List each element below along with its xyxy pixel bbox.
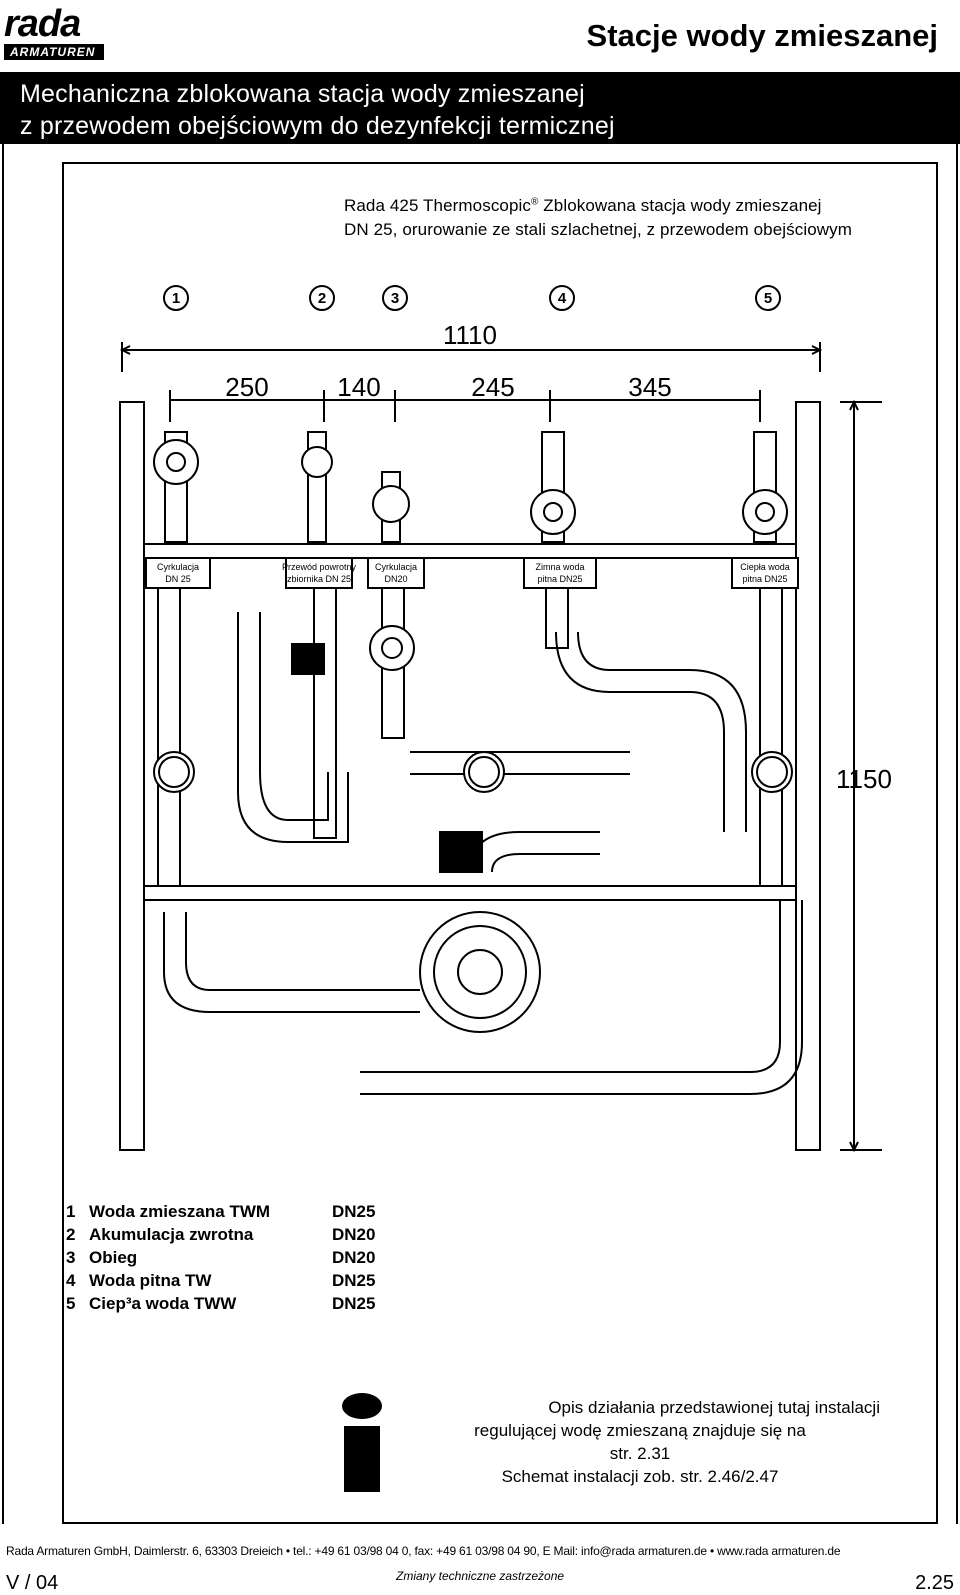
banner-line-2: z przewodem obejściowym do dezynfekcji t… (20, 112, 615, 140)
legend-row: 5 Ciep³a woda TWW DN25 (66, 1292, 406, 1315)
legend-label: Ciep³a woda TWW (89, 1294, 237, 1313)
frame-left-rule (2, 144, 4, 1524)
info-icon (342, 1393, 382, 1492)
legend-list: 1 Woda zmieszana TWM DN25 2 Akumulacja zwro… (66, 1200, 406, 1315)
label-2-line2: zbiornika DN 25 (287, 574, 351, 584)
footer-address: Rada Armaturen GmbH, Daimlerstr. 6, 6330… (6, 1544, 841, 1558)
info-line-2: regulującej wodę zmieszaną znajduje się … (474, 1421, 806, 1440)
legend-label: Obieg (89, 1248, 138, 1267)
document-title: Stacje wody zmieszanej (586, 18, 938, 53)
legend-row: 1 Woda zmieszana TWM DN25 (66, 1200, 406, 1223)
legend-dn: DN25 (332, 1271, 376, 1290)
legend-label: Woda zmieszana TWM (89, 1202, 271, 1221)
dim-250: 250 (225, 372, 268, 402)
callout-5: 5 (764, 290, 772, 307)
label-5-line2: pitna DN25 (742, 574, 787, 584)
callout-4: 4 (558, 290, 567, 307)
legend-label: Akumulacja zwrotna (89, 1225, 254, 1244)
dim-345: 345 (628, 372, 671, 402)
info-note: Opis działania przedstawionej tutaj inst… (400, 1396, 880, 1488)
label-2-line1: Przewód powrotny (282, 562, 357, 572)
dim-140: 140 (337, 372, 380, 402)
frame-right-rule (956, 144, 958, 1524)
caption-product: Rada 425 Thermoscopic (344, 196, 531, 215)
label-1-line2: DN 25 (165, 574, 191, 584)
legend-dn: DN25 (332, 1202, 376, 1221)
info-line-1: Opis działania przedstawionej tutaj inst… (548, 1398, 880, 1417)
legend-number: 2 (66, 1225, 76, 1244)
legend-number: 1 (66, 1202, 76, 1221)
version-label: V / 04 (6, 1572, 59, 1594)
dim-height: 1150 (836, 764, 892, 794)
label-3-line2: DN20 (384, 574, 407, 584)
legend-row: 3 Obieg DN20 (66, 1246, 406, 1269)
disclaimer-note: Zmiany techniczne zastrzeżone (396, 1569, 565, 1583)
banner-line-1: Mechaniczna zblokowana stacja wody zmies… (20, 80, 585, 108)
legend-row: 2 Akumulacja zwrotna DN20 (66, 1223, 406, 1246)
label-4-line1: Zimna woda (535, 562, 584, 572)
dim-total-width: 1110 (443, 320, 497, 350)
caption-line-1: Rada 425 Thermoscopic® Zblokowana stacja… (344, 196, 822, 216)
callout-2: 2 (318, 290, 326, 307)
callout-3: 3 (391, 290, 399, 307)
legend-row: 4 Woda pitna TW DN25 (66, 1269, 406, 1292)
legend-label: Woda pitna TW (89, 1271, 212, 1290)
label-5-line1: Ciepła woda (740, 562, 790, 572)
installation-drawing: 1 2 3 4 5 1110 250 140 245 345 1150 Cyrk… (119, 285, 892, 1153)
legend-number: 4 (66, 1271, 76, 1290)
label-4-line2: pitna DN25 (537, 574, 582, 584)
dim-245: 245 (471, 372, 514, 402)
section-banner: Mechaniczna zblokowana stacja wody zmies… (0, 72, 960, 144)
info-line-3: str. 2.31 (609, 1444, 671, 1463)
legend-dn: DN20 (332, 1225, 376, 1244)
callout-1: 1 (172, 290, 180, 307)
legend-dn: DN20 (332, 1248, 376, 1267)
legend-number: 3 (66, 1248, 76, 1267)
caption-product-desc: Zblokowana stacja wody zmieszanej (538, 196, 822, 215)
registered-mark: ® (531, 196, 539, 208)
logo-wordmark: rada (4, 3, 81, 45)
logo-subtitle: ARMATUREN (4, 44, 104, 60)
rada-logo: rada ARMATUREN (4, 4, 132, 60)
label-1-line1: Cyrkulacja (157, 562, 199, 572)
caption-line-2: DN 25, orurowanie ze stali szlachetnej, … (344, 220, 853, 239)
legend-number: 5 (66, 1294, 76, 1313)
info-line-4: Schemat instalacji zob. str. 2.46/2.47 (501, 1467, 779, 1486)
label-3-line1: Cyrkulacja (375, 562, 417, 572)
legend-dn: DN25 (332, 1294, 376, 1313)
page-number: 2.25 (915, 1572, 954, 1594)
content-panel (62, 162, 938, 1524)
